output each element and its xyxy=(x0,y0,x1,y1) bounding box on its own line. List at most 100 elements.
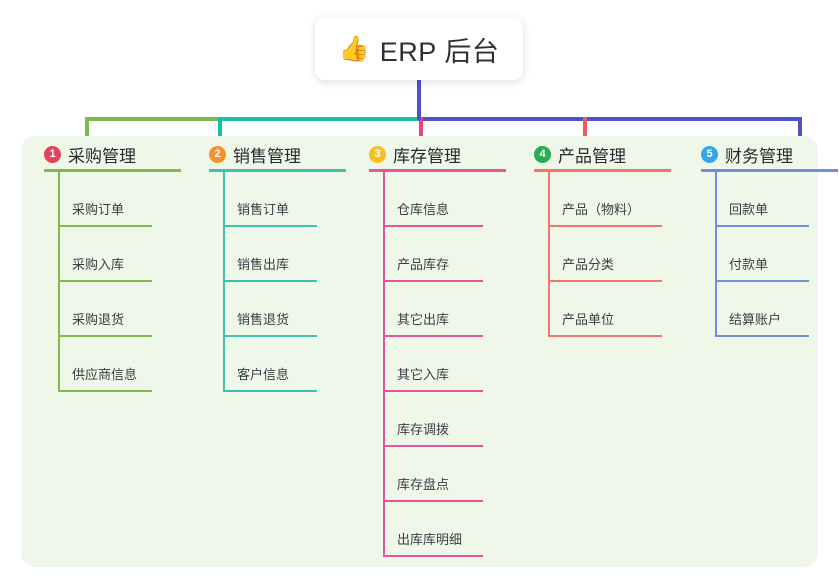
branch-header-rule xyxy=(701,169,838,172)
root-node-label: ERP 后台 xyxy=(379,36,500,67)
branch-title: 财务管理 xyxy=(725,146,793,166)
branch-item-label: 其它入库 xyxy=(397,367,450,382)
branch-item-rule xyxy=(383,500,483,502)
branch-index-badge: 3 xyxy=(369,145,386,163)
branch-column-4: 4 产品管理产品（物料） 产品分类产品单位 xyxy=(526,136,681,337)
branch-header-rule xyxy=(44,169,181,172)
branch-header-3[interactable]: 3 库存管理 xyxy=(361,136,516,172)
branch-item[interactable]: 回款单 xyxy=(693,172,839,227)
branch-item[interactable]: 销售出库 xyxy=(201,227,356,282)
branch-item-rule xyxy=(58,280,152,282)
branch-item-rule xyxy=(548,280,662,282)
branch-column-3: 3 库存管理仓库信息产品库存其它出库其它入库库存调拨库存盘点出库库明细 xyxy=(361,136,516,557)
branch-item-label: 供应商信息 xyxy=(72,367,138,382)
branch-header-4[interactable]: 4 产品管理 xyxy=(526,136,681,172)
branch-item-rule xyxy=(58,390,152,392)
branch-item[interactable]: 产品单位 xyxy=(526,282,681,337)
branch-item-label: 产品（物料） xyxy=(562,202,641,217)
branch-item[interactable]: 出库库明细 xyxy=(361,502,516,557)
branch-header-5[interactable]: 5 财务管理 xyxy=(693,136,839,172)
thumbs-up-icon: 👍 xyxy=(338,34,370,63)
branch-item-rule xyxy=(58,335,152,337)
branch-item-rule xyxy=(548,335,662,337)
branch-item[interactable]: 供应商信息 xyxy=(36,337,191,392)
branch-spine xyxy=(223,172,225,392)
branch-title: 采购管理 xyxy=(68,146,136,166)
branch-item[interactable]: 客户信息 xyxy=(201,337,356,392)
branch-item[interactable]: 其它出库 xyxy=(361,282,516,337)
branch-item[interactable]: 销售退货 xyxy=(201,282,356,337)
branch-spine xyxy=(715,172,717,337)
branch-item-rule xyxy=(383,225,483,227)
branch-item-label: 库存调拨 xyxy=(397,422,450,437)
branch-index-badge: 5 xyxy=(701,145,718,163)
branch-item-label: 销售退货 xyxy=(237,312,290,327)
branch-item-rule xyxy=(383,335,483,337)
bus-segment-right xyxy=(418,117,802,121)
branch-item-label: 销售出库 xyxy=(237,257,290,272)
branch-item-rule xyxy=(223,335,317,337)
branch-item-label: 产品分类 xyxy=(562,257,615,272)
branch-item-label: 出库库明细 xyxy=(397,532,463,547)
branch-index-badge: 1 xyxy=(44,145,61,163)
branch-item-rule xyxy=(223,225,317,227)
branch-index-badge: 4 xyxy=(534,145,551,163)
bus-segment-middle xyxy=(218,117,420,121)
branch-item-list: 产品（物料） 产品分类产品单位 xyxy=(526,172,681,337)
branch-item-rule xyxy=(58,225,152,227)
branch-spine xyxy=(58,172,60,392)
branch-item[interactable]: 其它入库 xyxy=(361,337,516,392)
branch-item-label: 库存盘点 xyxy=(397,477,450,492)
branch-item-label: 采购订单 xyxy=(72,202,125,217)
branch-item[interactable]: 采购退货 xyxy=(36,282,191,337)
root-stem-connector xyxy=(417,78,421,120)
branch-item-label: 仓库信息 xyxy=(397,202,450,217)
branch-title: 产品管理 xyxy=(558,146,626,166)
branch-title: 库存管理 xyxy=(393,146,461,166)
branch-item[interactable]: 产品分类 xyxy=(526,227,681,282)
branch-item-rule xyxy=(383,555,483,557)
branch-item[interactable]: 采购订单 xyxy=(36,172,191,227)
branch-item-rule xyxy=(715,225,809,227)
branch-item-list: 销售订单销售出库销售退货客户信息 xyxy=(201,172,356,392)
bus-segment-left xyxy=(85,117,220,121)
branch-item-rule xyxy=(548,225,662,227)
branch-item-label: 产品库存 xyxy=(397,257,450,272)
branch-item[interactable]: 产品（物料） xyxy=(526,172,681,227)
branch-header-1[interactable]: 1 采购管理 xyxy=(36,136,191,172)
branch-item-label: 采购入库 xyxy=(72,257,125,272)
branch-column-5: 5 财务管理回款单付款单结算账户 xyxy=(693,136,839,337)
branch-item-label: 结算账户 xyxy=(729,312,782,327)
branch-column-1: 1 采购管理采购订单采购入库采购退货供应商信息 xyxy=(36,136,191,392)
branch-item[interactable]: 付款单 xyxy=(693,227,839,282)
branch-item-rule xyxy=(383,280,483,282)
branch-item-rule xyxy=(715,335,809,337)
branch-header-rule xyxy=(369,169,506,172)
branch-item[interactable]: 销售订单 xyxy=(201,172,356,227)
root-node[interactable]: 👍 ERP 后台 xyxy=(315,18,523,80)
branch-item-list: 仓库信息产品库存其它出库其它入库库存调拨库存盘点出库库明细 xyxy=(361,172,516,557)
branch-item-label: 回款单 xyxy=(729,202,769,217)
branch-spine xyxy=(383,172,385,557)
branch-item[interactable]: 采购入库 xyxy=(36,227,191,282)
branch-item-rule xyxy=(383,445,483,447)
branch-header-rule xyxy=(534,169,671,172)
branch-header-rule xyxy=(209,169,346,172)
branch-spine xyxy=(548,172,550,337)
branch-item[interactable]: 库存调拨 xyxy=(361,392,516,447)
branch-item-label: 其它出库 xyxy=(397,312,450,327)
branch-item[interactable]: 产品库存 xyxy=(361,227,516,282)
branch-item-label: 产品单位 xyxy=(562,312,615,327)
branch-item-label: 客户信息 xyxy=(237,367,290,382)
branch-item[interactable]: 库存盘点 xyxy=(361,447,516,502)
branch-item[interactable]: 结算账户 xyxy=(693,282,839,337)
branch-item-rule xyxy=(223,390,317,392)
branch-item-label: 付款单 xyxy=(729,257,769,272)
branch-item[interactable]: 仓库信息 xyxy=(361,172,516,227)
branch-item-list: 回款单付款单结算账户 xyxy=(693,172,839,337)
branch-item-label: 采购退货 xyxy=(72,312,125,327)
